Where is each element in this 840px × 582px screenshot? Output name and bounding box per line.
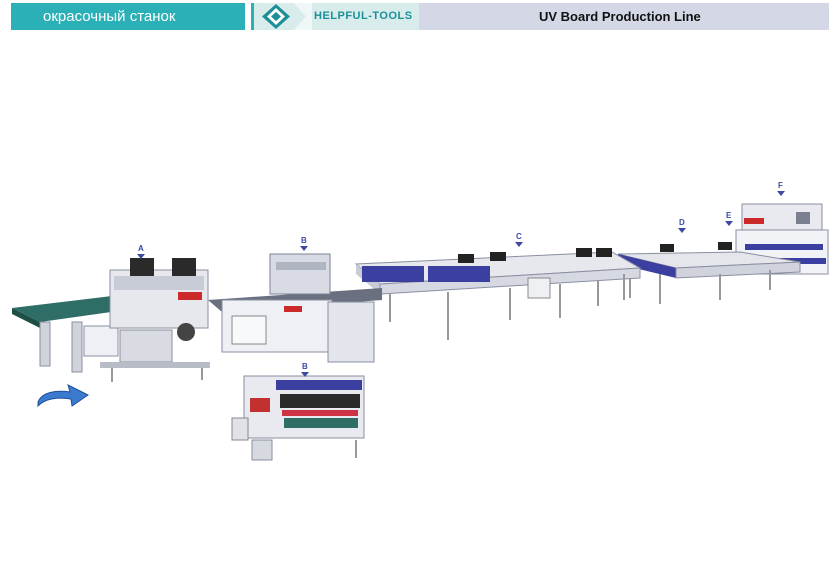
station-b-detail-machine bbox=[231, 375, 365, 461]
station-f-label: F bbox=[778, 181, 783, 190]
station-a-label: A bbox=[138, 244, 144, 253]
curved-arrow-icon bbox=[37, 384, 89, 408]
station-b-label: B bbox=[301, 236, 307, 245]
station-b-detail-label: B bbox=[302, 362, 308, 371]
station-markers bbox=[137, 191, 785, 377]
station-c-label: C bbox=[516, 232, 522, 241]
station-d-label: D bbox=[679, 218, 685, 227]
station-b-machine bbox=[208, 253, 382, 363]
page-title-bar: UV Board Production Line bbox=[419, 3, 829, 30]
station-a-machine bbox=[12, 258, 210, 382]
category-tab-label: окрасочный станок bbox=[43, 8, 176, 25]
category-tab[interactable]: окрасочный станок bbox=[11, 3, 245, 30]
page-title: UV Board Production Line bbox=[539, 9, 701, 24]
diamond-logo-icon bbox=[262, 3, 312, 30]
station-e-label: E bbox=[726, 211, 732, 220]
station-c-machine bbox=[354, 248, 642, 340]
brand-name: HELPFUL-TOOLS bbox=[314, 10, 413, 22]
brand-logo: HELPFUL-TOOLS bbox=[251, 3, 419, 30]
